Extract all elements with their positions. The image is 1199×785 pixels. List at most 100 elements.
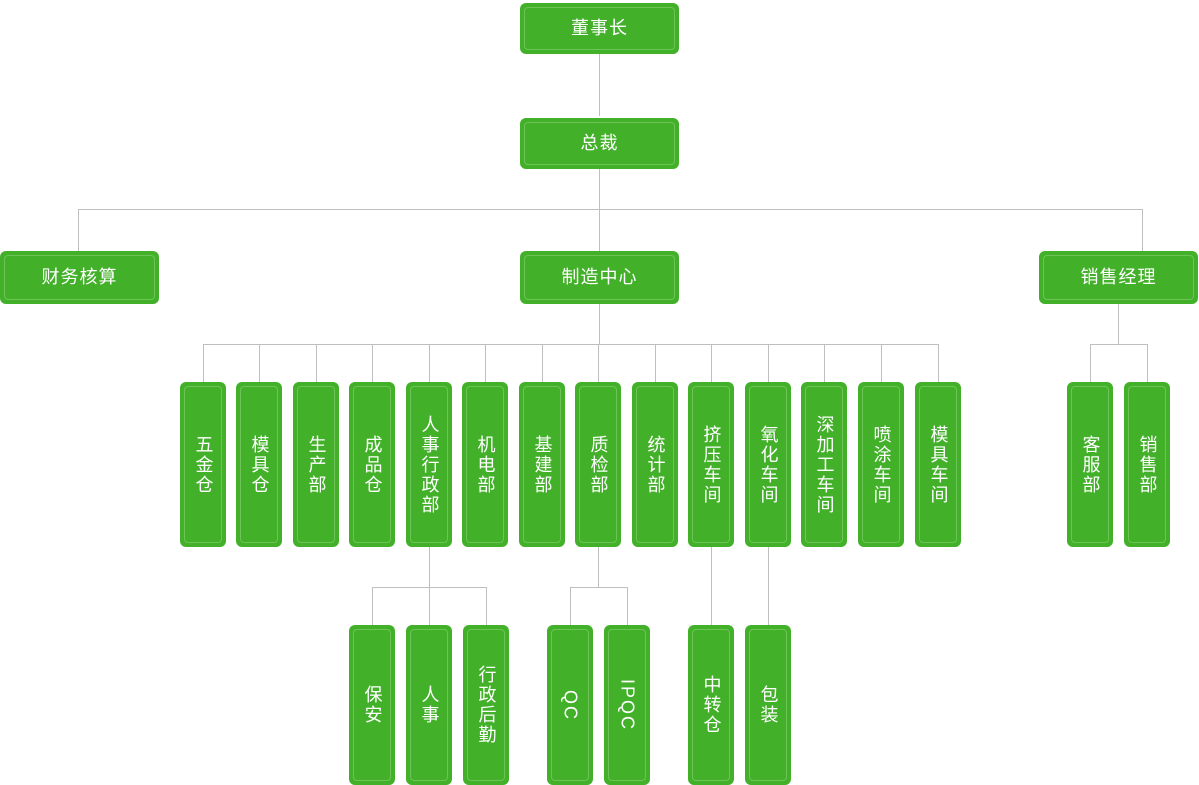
- node-hr-admin-dept-inner: 人事行政部: [410, 386, 448, 543]
- node-statistics-dept-label: 统计部: [645, 434, 666, 495]
- node-sales-manager-label: 销售经理: [1080, 266, 1157, 287]
- node-hr-admin-dept-label: 人事行政部: [419, 414, 440, 515]
- node-manufacturing-inner: 制造中心: [524, 255, 675, 300]
- connector-quality-down: [598, 547, 599, 588]
- node-infrastructure-dept-label: 基建部: [532, 434, 553, 495]
- node-sales-dept-inner: 销售部: [1128, 386, 1166, 543]
- node-chairman-inner: 董事长: [524, 7, 675, 50]
- node-finance-inner: 财务核算: [4, 255, 155, 300]
- connector-drop-electromechanical-dept: [485, 344, 486, 382]
- connector-president-down: [599, 169, 600, 210]
- node-finished-goods-warehouse-label: 成品仓: [362, 434, 383, 495]
- node-transit-warehouse-inner: 中转仓: [692, 629, 730, 781]
- node-production-dept-label: 生产部: [306, 434, 327, 495]
- connector-level4-bus: [203, 344, 939, 345]
- node-customer-service-dept-inner: 客服部: [1071, 386, 1109, 543]
- node-ipqc-inner: IPQC: [608, 629, 646, 781]
- node-security-label: 保安: [362, 685, 383, 725]
- node-admin-logistics-label: 行政后勤: [476, 665, 497, 745]
- node-statistics-dept[interactable]: 统计部: [632, 382, 678, 547]
- connector-drop-production-dept: [316, 344, 317, 382]
- node-finance[interactable]: 财务核算: [0, 251, 159, 304]
- node-mold-workshop[interactable]: 模具车间: [915, 382, 961, 547]
- node-hr-admin-dept[interactable]: 人事行政部: [406, 382, 452, 547]
- node-manufacturing[interactable]: 制造中心: [520, 251, 679, 304]
- node-qc[interactable]: QC: [547, 625, 593, 785]
- node-sales-dept-label: 销售部: [1137, 434, 1158, 495]
- connector-drop-mold-workshop: [938, 344, 939, 382]
- connector-drop-finance: [78, 209, 79, 251]
- node-quality-inspection-dept-label: 质检部: [588, 434, 609, 495]
- connector-drop-hr-admin-dept: [429, 344, 430, 382]
- node-extrusion-workshop-label: 挤压车间: [701, 424, 722, 505]
- node-transit-warehouse-label: 中转仓: [701, 675, 722, 735]
- node-security-inner: 保安: [353, 629, 391, 781]
- node-hardware-warehouse-label: 五金仓: [193, 434, 214, 495]
- node-qc-label: QC: [560, 689, 581, 721]
- connector-drop-deep-processing-workshop: [824, 344, 825, 382]
- connector-manufacturing-down: [599, 304, 600, 345]
- node-electromechanical-dept-label: 机电部: [475, 434, 496, 495]
- node-packaging-label: 包装: [758, 685, 779, 725]
- node-personnel[interactable]: 人事: [406, 625, 452, 785]
- node-sales-dept[interactable]: 销售部: [1124, 382, 1170, 547]
- connector-sales-bus: [1090, 344, 1147, 345]
- node-customer-service-dept-label: 客服部: [1080, 434, 1101, 495]
- node-deep-processing-workshop-inner: 深加工车间: [805, 386, 843, 543]
- node-mold-warehouse-label: 模具仓: [249, 434, 270, 495]
- connector-drop-qc: [570, 587, 571, 625]
- node-admin-logistics[interactable]: 行政后勤: [463, 625, 509, 785]
- node-oxidation-workshop[interactable]: 氧化车间: [745, 382, 791, 547]
- node-security[interactable]: 保安: [349, 625, 395, 785]
- node-chairman-label: 董事长: [571, 17, 628, 38]
- connector-drop-sales-manager: [1142, 209, 1143, 251]
- node-manufacturing-label: 制造中心: [561, 266, 638, 287]
- node-statistics-dept-inner: 统计部: [636, 386, 674, 543]
- node-finished-goods-warehouse-inner: 成品仓: [353, 386, 391, 543]
- connector-drop-finished-goods-warehouse: [372, 344, 373, 382]
- node-ipqc[interactable]: IPQC: [604, 625, 650, 785]
- node-packaging-inner: 包装: [749, 629, 787, 781]
- node-spraying-workshop-inner: 喷涂车间: [862, 386, 900, 543]
- node-quality-inspection-dept-inner: 质检部: [579, 386, 617, 543]
- node-chairman[interactable]: 董事长: [520, 3, 679, 54]
- node-personnel-inner: 人事: [410, 629, 448, 781]
- node-customer-service-dept[interactable]: 客服部: [1067, 382, 1113, 547]
- node-spraying-workshop-label: 喷涂车间: [871, 424, 892, 505]
- node-finance-label: 财务核算: [41, 266, 118, 287]
- node-mold-workshop-inner: 模具车间: [919, 386, 957, 543]
- node-production-dept[interactable]: 生产部: [293, 382, 339, 547]
- node-personnel-label: 人事: [419, 685, 440, 725]
- connector-drop-spraying-workshop: [881, 344, 882, 382]
- connector-drop-admin-logistics: [486, 587, 487, 625]
- node-infrastructure-dept[interactable]: 基建部: [519, 382, 565, 547]
- node-electromechanical-dept[interactable]: 机电部: [462, 382, 508, 547]
- connector-drop-infrastructure-dept: [542, 344, 543, 382]
- node-president-inner: 总裁: [524, 122, 675, 165]
- connector-drop-quality-inspection-dept: [598, 344, 599, 382]
- connector-drop-hardware-warehouse: [203, 344, 204, 382]
- connector-chairman-president: [599, 54, 600, 116]
- node-hardware-warehouse-inner: 五金仓: [184, 386, 222, 543]
- node-mold-warehouse[interactable]: 模具仓: [236, 382, 282, 547]
- node-president-label: 总裁: [580, 132, 619, 153]
- node-spraying-workshop[interactable]: 喷涂车间: [858, 382, 904, 547]
- connector-drop-manufacturing: [599, 209, 600, 251]
- node-extrusion-workshop[interactable]: 挤压车间: [688, 382, 734, 547]
- node-packaging[interactable]: 包装: [745, 625, 791, 785]
- node-president[interactable]: 总裁: [520, 118, 679, 169]
- node-oxidation-workshop-label: 氧化车间: [758, 424, 779, 505]
- node-quality-inspection-dept[interactable]: 质检部: [575, 382, 621, 547]
- node-sales-manager[interactable]: 销售经理: [1039, 251, 1198, 304]
- connector-drop-security: [372, 587, 373, 625]
- node-transit-warehouse[interactable]: 中转仓: [688, 625, 734, 785]
- connector-drop-statistics-dept: [655, 344, 656, 382]
- node-mold-warehouse-inner: 模具仓: [240, 386, 278, 543]
- node-mold-workshop-label: 模具车间: [928, 424, 949, 505]
- node-hardware-warehouse[interactable]: 五金仓: [180, 382, 226, 547]
- node-admin-logistics-inner: 行政后勤: [467, 629, 505, 781]
- node-finished-goods-warehouse[interactable]: 成品仓: [349, 382, 395, 547]
- node-deep-processing-workshop[interactable]: 深加工车间: [801, 382, 847, 547]
- node-sales-manager-inner: 销售经理: [1043, 255, 1194, 300]
